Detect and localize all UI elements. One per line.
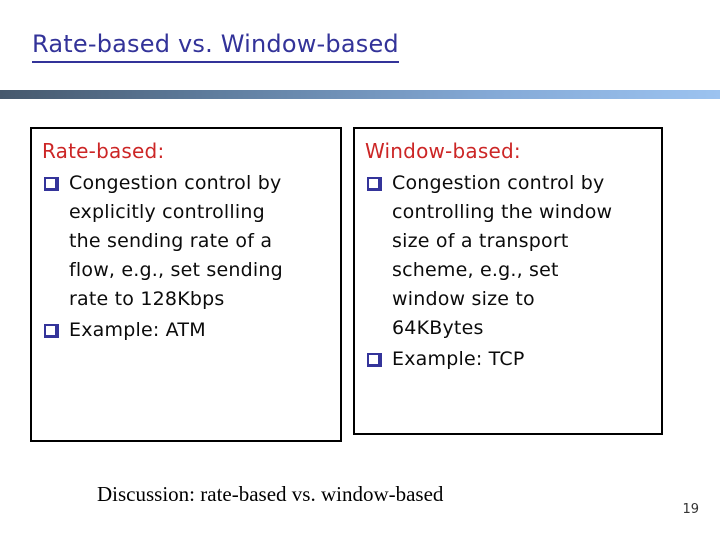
rate-based-heading: Rate-based: <box>42 139 165 163</box>
window-based-heading: Window-based: <box>365 139 521 163</box>
window-based-box: Window-based: Congestion control by cont… <box>353 127 663 435</box>
rate-based-box: Rate-based: Congestion control by explic… <box>30 127 342 442</box>
page-number: 19 <box>682 502 699 517</box>
bullet-text: Example: TCP <box>392 348 525 370</box>
bullet-item: Example: ATM <box>42 316 332 345</box>
bullet-text: Congestion control by explicitly control… <box>69 172 283 310</box>
square-bullet-icon <box>367 353 382 367</box>
square-bullet-icon <box>44 324 59 338</box>
square-bullet-icon <box>367 177 382 191</box>
bullet-item: Congestion control by controlling the wi… <box>365 169 653 343</box>
title-divider-bar <box>0 90 720 99</box>
bullet-item: Example: TCP <box>365 345 653 374</box>
bullet-text: Example: ATM <box>69 319 206 341</box>
square-bullet-icon <box>44 177 59 191</box>
bullet-text: Congestion control by controlling the wi… <box>392 172 613 339</box>
bullet-item: Congestion control by explicitly control… <box>42 169 332 314</box>
discussion-note: Discussion: rate-based vs. window-based <box>97 482 444 506</box>
slide-title: Rate-based vs. Window-based <box>32 30 399 63</box>
